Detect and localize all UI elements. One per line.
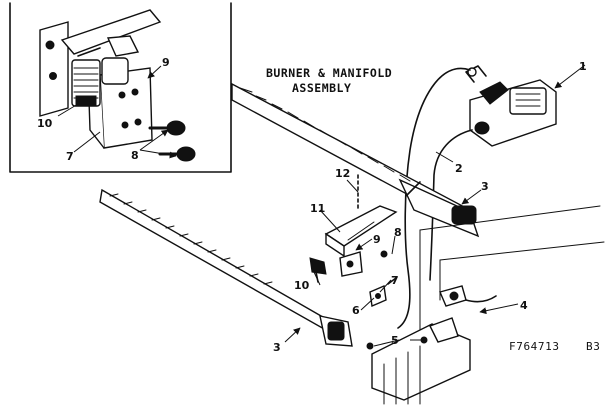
pilot-tube — [429, 129, 473, 281]
assembly-title-line2: ASSEMBLY — [292, 81, 351, 95]
callout-part-6: 6 — [352, 304, 360, 317]
gas-valve — [465, 64, 586, 147]
callout-part-2: 2 — [455, 162, 463, 175]
callout-part-11: 11 — [310, 202, 325, 215]
inset-screws — [148, 120, 196, 162]
drawing-code: F764713 — [509, 340, 560, 353]
upper-burner — [231, 82, 480, 238]
drawing-suffix: B3 — [586, 340, 600, 353]
base-frame — [366, 205, 605, 405]
callout-part-5: 5 — [391, 334, 399, 347]
callout-inset-9: 9 — [162, 56, 170, 69]
callout-part-1: 1 — [579, 60, 587, 73]
callout-part-4: 4 — [520, 299, 528, 312]
pilot-assembly — [309, 250, 388, 283]
callout-part-9: 9 — [373, 233, 381, 246]
callout-part-7: 7 — [391, 274, 399, 287]
callout-inset-10: 10 — [37, 117, 53, 130]
callout-inset-7: 7 — [66, 150, 74, 163]
inset-handle — [60, 9, 162, 57]
inset-border — [9, 2, 232, 173]
callout-part-3-upper: 3 — [481, 180, 489, 193]
inset-cylinders — [71, 57, 129, 107]
inset-detail — [9, 2, 232, 173]
callout-part-10: 10 — [294, 279, 310, 292]
callout-inset-8: 8 — [131, 149, 139, 162]
pilot-bracket — [324, 174, 398, 258]
lower-burner — [99, 188, 353, 347]
clip-parts — [369, 277, 397, 308]
callout-part-3-lower: 3 — [273, 341, 281, 354]
leader-lines — [284, 151, 519, 347]
callout-part-8: 8 — [394, 226, 402, 239]
callout-part-12: 12 — [335, 167, 350, 180]
assembly-title-line1: BURNER & MANIFOLD — [266, 66, 392, 80]
